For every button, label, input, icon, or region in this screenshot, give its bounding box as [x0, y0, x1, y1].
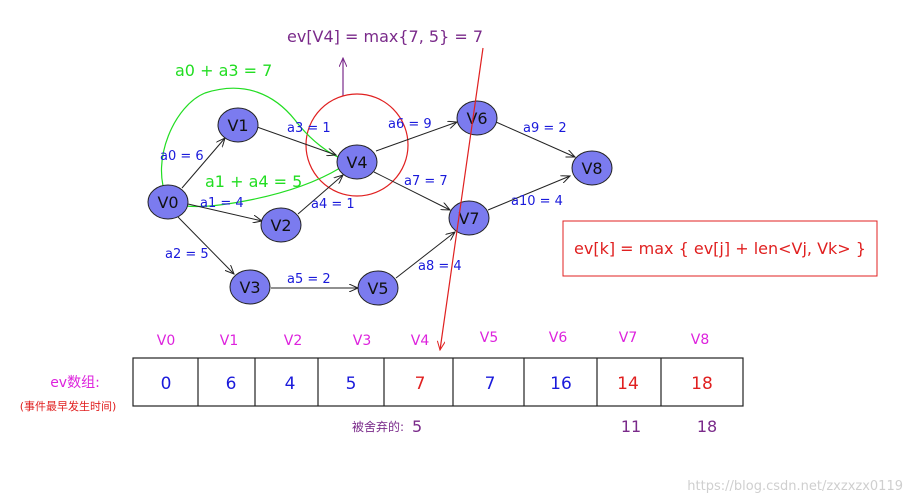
edge-v1-v4 [256, 126, 336, 155]
array-header-v3: V3 [353, 333, 371, 349]
green-path-top [160, 87, 346, 199]
node-v2: V2 [260, 207, 302, 243]
edge-v4-v6 [375, 122, 457, 152]
node-group: V0 V1 V2 V3 V4 V5 V6 V7 [147, 100, 613, 306]
edge-label-a5: a5 = 2 [287, 272, 331, 287]
array-name: ev数组: [50, 375, 100, 391]
edge-v0-v2 [187, 203, 262, 221]
node-v0: V0 [147, 184, 189, 220]
node-v5: V5 [357, 270, 399, 306]
edge-label-a7: a7 = 7 [404, 174, 448, 189]
array-cell-v8: 18 [691, 374, 713, 394]
watermark: https://blog.csdn.net/zxzxzx0119 [687, 479, 903, 494]
red-pointer-line [440, 47, 484, 350]
array-header-v5: V5 [480, 330, 498, 346]
edge-label-a2: a2 = 5 [165, 247, 209, 262]
array-cell-v2: 4 [285, 374, 296, 394]
array-cell-v4: 7 [415, 374, 426, 394]
path-label-top: a0 + a3 = 7 [175, 61, 272, 80]
discarded-label: 被舍弃的: [352, 419, 404, 434]
array-header-v4: V4 [411, 333, 430, 349]
node-label-v3: V3 [239, 278, 260, 297]
array-header-v6: V6 [549, 330, 568, 346]
edge-label-a9: a9 = 2 [523, 121, 567, 136]
edge-label-a6: a6 = 9 [388, 117, 432, 132]
edge-label-a8: a8 = 4 [418, 259, 462, 274]
edge-v0-v3 [177, 216, 234, 274]
formula-box [562, 220, 878, 277]
node-v7: V7 [448, 200, 490, 236]
node-v6: V6 [456, 100, 498, 136]
array-subtitle: (事件最早发生时间) [20, 399, 117, 413]
edge-v6-v8 [495, 121, 575, 157]
edge-v0-v1 [181, 138, 225, 189]
array-cell-v1: 6 [226, 374, 237, 394]
edge-v7-v8 [487, 176, 570, 211]
array-header-v7: V7 [619, 330, 637, 346]
edge-v5-v7 [395, 232, 455, 279]
edge-v2-v4 [297, 175, 343, 215]
formula-text: ev[k] = max { ev[j] + len<Vj, Vk> } [574, 239, 866, 258]
node-v1: V1 [217, 107, 259, 143]
node-v8: V8 [571, 150, 613, 186]
node-label-v6: V6 [466, 109, 487, 128]
discarded-value: 5 [412, 417, 422, 436]
node-v4: V4 [336, 144, 378, 180]
node-v3: V3 [229, 269, 271, 305]
edge-label-a0: a0 = 6 [160, 149, 204, 164]
edge-label-a10: a10 = 4 [511, 194, 563, 209]
array-cell-v7: 14 [617, 374, 639, 394]
v4-highlight-circle [305, 93, 409, 197]
array-header-v8: V8 [691, 332, 709, 348]
edge-label-a1: a1 = 4 [200, 196, 244, 211]
path-label-mid: a1 + a4 = 5 [205, 172, 302, 191]
node-label-v5: V5 [367, 279, 388, 298]
node-label-v1: V1 [227, 116, 248, 135]
array-header-v0: V0 [157, 333, 175, 349]
below-value-v7: 11 [621, 417, 641, 436]
edge-label-a4: a4 = 1 [311, 197, 355, 212]
array-cell-v5: 7 [485, 374, 496, 394]
array-table: 0 6 4 5 7 7 16 14 18 [132, 357, 744, 407]
node-label-v8: V8 [581, 159, 602, 178]
node-label-v0: V0 [157, 193, 178, 212]
array-cell-v3: 5 [346, 374, 357, 394]
array-cell-v0: 0 [161, 374, 172, 394]
edge-label-a3: a3 = 1 [287, 121, 331, 136]
array-header-v2: V2 [284, 333, 302, 349]
array-header-v1: V1 [220, 333, 238, 349]
node-label-v4: V4 [346, 153, 367, 172]
title-formula: ev[V4] = max{7, 5} = 7 [287, 27, 483, 46]
node-label-v7: V7 [458, 209, 479, 228]
below-value-v8: 18 [697, 417, 717, 436]
array-cell-v6: 16 [550, 374, 572, 394]
edge-v4-v7 [373, 171, 450, 210]
node-label-v2: V2 [270, 216, 291, 235]
